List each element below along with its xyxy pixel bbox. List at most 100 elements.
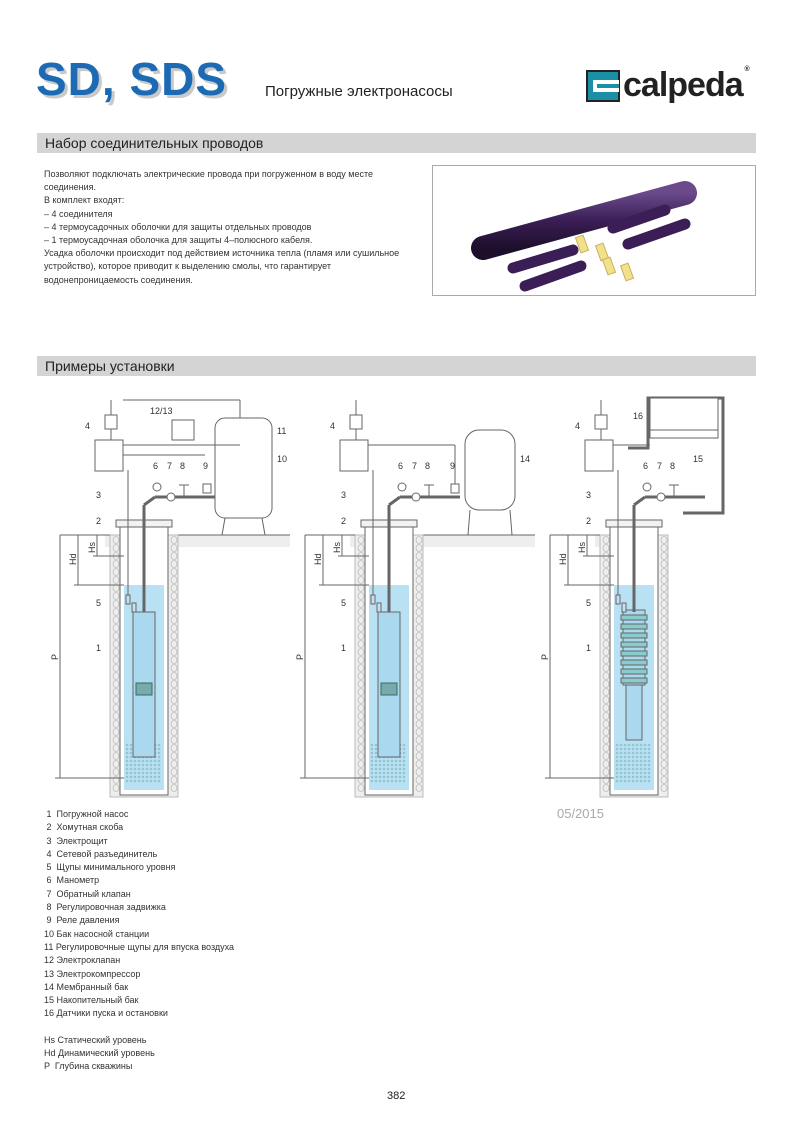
legend-item: 4 Сетевой разъединитель xyxy=(44,848,158,859)
pebble xyxy=(170,592,178,600)
diagram-label: 16 xyxy=(633,411,643,421)
screen-hole xyxy=(623,771,627,775)
pebble xyxy=(357,656,365,664)
legend-item: 15 Накопительный бак xyxy=(44,995,139,1006)
screen-hole xyxy=(149,767,153,771)
screen-hole xyxy=(643,763,647,767)
screen-hole xyxy=(643,747,647,751)
pebble xyxy=(602,544,610,552)
pebble xyxy=(660,568,668,576)
screen-hole xyxy=(382,775,386,779)
pebble xyxy=(660,672,668,680)
screen-hole xyxy=(153,767,157,771)
legend-item: 3 Электрощит xyxy=(44,835,108,846)
screen-hole xyxy=(627,755,631,759)
pebble xyxy=(602,680,610,688)
screen-hole xyxy=(643,751,647,755)
section-heading-installation: Примеры установки xyxy=(37,356,756,376)
screen-hole xyxy=(129,775,133,779)
screen-hole xyxy=(125,771,129,775)
pebble xyxy=(170,680,178,688)
pebble xyxy=(170,536,178,544)
pebble xyxy=(170,640,178,648)
pebble xyxy=(170,784,178,792)
screen-hole xyxy=(394,767,398,771)
pebble xyxy=(112,752,120,760)
connectors xyxy=(574,234,635,282)
screen-hole xyxy=(137,779,141,783)
screen-hole xyxy=(635,747,639,751)
screen-hole xyxy=(643,743,647,747)
membrane-tank xyxy=(464,429,516,511)
pressure-gauge xyxy=(152,482,162,492)
screen-hole xyxy=(129,751,133,755)
pebble xyxy=(170,576,178,584)
pebble xyxy=(357,712,365,720)
screen-hole xyxy=(639,779,643,783)
screen-hole xyxy=(631,779,635,783)
tank-leg xyxy=(467,509,471,536)
diagram-label: 6 xyxy=(153,461,158,471)
screen-hole xyxy=(137,763,141,767)
pebble xyxy=(660,616,668,624)
pebble xyxy=(357,568,365,576)
legend-item: 6 Манометр xyxy=(44,875,100,886)
pebble xyxy=(415,624,423,632)
pebble xyxy=(602,608,610,616)
diagram-label: 7 xyxy=(167,461,172,471)
pressure-gauge xyxy=(642,482,652,492)
screen-hole xyxy=(623,775,627,779)
screen-hole xyxy=(370,763,374,767)
pebble xyxy=(415,712,423,720)
diagram-label: 8 xyxy=(425,461,430,471)
pebble xyxy=(602,640,610,648)
screen-hole xyxy=(402,767,406,771)
pebble xyxy=(660,544,668,552)
screen-hole xyxy=(643,755,647,759)
pebble xyxy=(602,768,610,776)
screen-hole xyxy=(129,763,133,767)
diagram-label: 14 xyxy=(520,454,530,464)
screen-hole xyxy=(137,771,141,775)
screen-hole xyxy=(639,775,643,779)
screen-hole xyxy=(378,763,382,767)
pebble xyxy=(357,672,365,680)
screen-hole xyxy=(631,751,635,755)
screen-hole xyxy=(643,767,647,771)
pebble xyxy=(415,752,423,760)
screen-hole xyxy=(623,763,627,767)
screen-hole xyxy=(402,751,406,755)
pressure-switch xyxy=(450,483,460,494)
screen-hole xyxy=(639,767,643,771)
screen-hole xyxy=(627,771,631,775)
pebble xyxy=(415,656,423,664)
pebble xyxy=(357,616,365,624)
screen-hole xyxy=(402,775,406,779)
pebble xyxy=(602,728,610,736)
screen-hole xyxy=(149,775,153,779)
screen-hole xyxy=(615,779,619,783)
screen-hole xyxy=(125,775,129,779)
screen-hole xyxy=(390,779,394,783)
screen-hole xyxy=(141,763,145,767)
screen-hole xyxy=(386,771,390,775)
pebble xyxy=(357,536,365,544)
pebble xyxy=(602,712,610,720)
screen-hole xyxy=(647,779,651,783)
screen-hole xyxy=(370,767,374,771)
screen-hole xyxy=(153,763,157,767)
pebble xyxy=(415,728,423,736)
small-sleeve xyxy=(622,218,691,250)
pebble xyxy=(602,752,610,760)
pebble xyxy=(357,696,365,704)
screen-hole xyxy=(374,743,378,747)
screen-hole xyxy=(619,743,623,747)
desc-line: В комплект входят: xyxy=(44,195,125,206)
screen-hole xyxy=(370,747,374,751)
screen-hole xyxy=(627,775,631,779)
screen-hole xyxy=(382,763,386,767)
screen-hole xyxy=(149,771,153,775)
pebble xyxy=(660,576,668,584)
pebble xyxy=(170,544,178,552)
pebble xyxy=(602,664,610,672)
